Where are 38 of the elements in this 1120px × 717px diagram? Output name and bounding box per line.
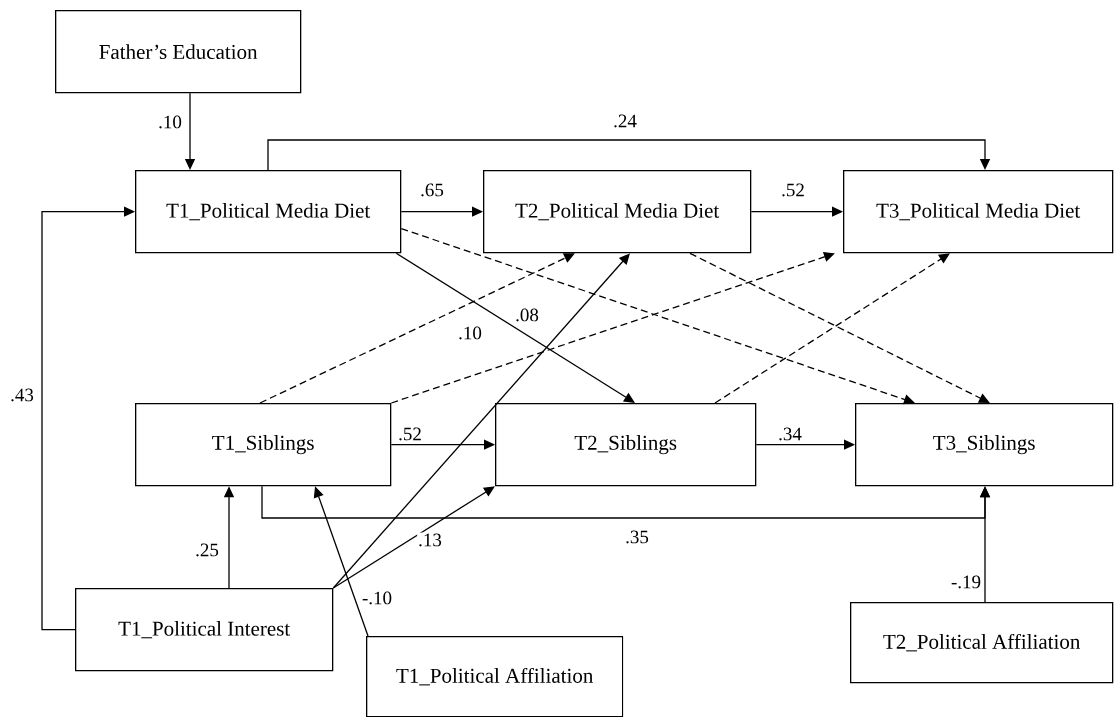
arrow — [750, 206, 843, 217]
variable-box: T1_Siblings — [135, 403, 392, 487]
arrow — [332, 253, 630, 589]
arrow — [259, 253, 575, 404]
arrow — [714, 253, 950, 404]
path-coefficient: -.19 — [949, 574, 983, 590]
variable-box: T1_Political Media Diet — [135, 170, 402, 254]
variable-box: T3_Siblings — [855, 403, 1114, 487]
variable-box: T2_Siblings — [495, 403, 757, 487]
variable-box: T1_Political Interest — [75, 588, 334, 672]
path-coefficient: .08 — [514, 307, 540, 323]
arrow — [390, 439, 495, 450]
arrow — [267, 139, 991, 171]
arrow — [400, 228, 915, 405]
arrow — [395, 252, 635, 403]
arrow — [755, 439, 855, 450]
variable-box: T3_Political Media Diet — [843, 170, 1114, 254]
path-coefficient: -.10 — [360, 590, 394, 606]
variable-box: T1_Political Affiliation — [366, 636, 624, 717]
arrow — [41, 206, 135, 631]
path-coefficient: .35 — [624, 529, 650, 545]
arrow — [390, 251, 835, 404]
variable-box: T2_Political Affiliation — [850, 602, 1114, 684]
variable-box: T2_Political Media Diet — [483, 170, 752, 254]
path-coefficient: .34 — [777, 426, 803, 442]
path-coefficient: .10 — [457, 325, 483, 341]
path-coefficient: .25 — [194, 542, 220, 558]
path-coefficient: .43 — [9, 387, 35, 403]
path-coefficient: .65 — [419, 182, 445, 198]
arrow — [400, 206, 483, 217]
path-coefficient: .24 — [612, 113, 638, 129]
variable-box: Father’s Education — [55, 10, 302, 94]
arrow — [332, 486, 495, 589]
path-coefficient: .13 — [417, 532, 443, 548]
arrow — [689, 252, 990, 403]
path-coefficient: .52 — [780, 182, 806, 198]
path-coefficient: .10 — [157, 114, 183, 130]
path-coefficient: .52 — [397, 426, 423, 442]
